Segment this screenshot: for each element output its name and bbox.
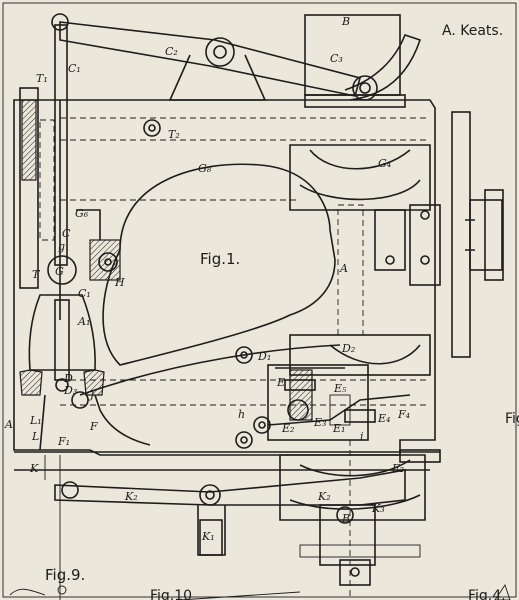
part-label-K2b: K₂ [317,490,331,503]
needle-bar-C1 [19,13,69,289]
part-label-G8-top: G₈ [198,162,212,175]
part-label-E2: E₂ [281,422,294,435]
part-label-E3: E₃ [313,416,326,429]
part-label-C1: C₁ [68,62,81,75]
part-label-A-center: A [339,262,348,275]
part-label-D3: D₃ [63,384,77,397]
part-label-E1: E₁ [332,422,345,435]
part-label-D: D [63,372,73,385]
part-label-K2: K₂ [124,490,138,503]
part-label-i: i [360,430,364,443]
pulley-wheel [451,111,504,358]
part-label-D2: D₂ [341,342,355,355]
lower-levers [54,454,426,586]
part-label-F: F [89,420,98,433]
part-label-C2: C₂ [165,45,178,58]
part-label-L1: L₁ [29,414,42,427]
figure-label-fig9: Fig.9. [45,566,85,584]
figure-label-fig10: Fig.10 [150,588,192,600]
part-label-B-top: B [341,15,350,28]
part-label-C3: C₃ [330,52,343,65]
part-label-A-left: A [4,418,13,431]
lower-figure-fragments [9,583,511,600]
part-label-T: T [32,268,41,281]
part-label-G4: G₄ [378,157,391,170]
part-label-C: C [62,227,71,240]
shafts [60,117,430,406]
part-label-B-bottom: B [341,512,350,525]
part-label-G: G [55,265,64,278]
needle-head [47,209,121,285]
part-label-J: J [88,388,95,401]
part-label-A1: A₁ [77,315,90,328]
part-label-h: h [238,408,245,421]
part-label-L: L [31,430,39,443]
inventor-name: A. Keats. [442,23,503,39]
figure-label-partial: Fig [505,411,519,427]
part-label-K: K [29,462,39,475]
part-label-T1: T₁ [36,72,48,85]
part-label-G6: G₆ [75,207,89,220]
part-label-g: g [58,240,65,253]
part-label-K3: K₃ [371,502,385,515]
part-label-C1b: C₁ [78,287,91,300]
right-column [289,144,441,463]
presser-foot-housing [19,294,151,451]
part-label-F2: F₂ [391,462,404,475]
machine-frame [13,99,440,471]
part-label-E: E [276,376,285,389]
axis-lines [44,440,351,600]
part-label-D1: D₁ [257,350,271,363]
part-label-K1: K₁ [201,530,215,543]
part-label-H: H [114,276,125,289]
lever-C2 [59,14,422,108]
feed-mechanism [235,346,411,449]
figure-label-fig1: Fig.1. [200,250,240,268]
figure-label-fig4: Fig.4. [468,588,506,600]
part-label-E4: E₄ [377,412,390,425]
part-label-E5: E₅ [333,382,347,395]
part-label-F4: F₄ [397,408,410,421]
part-label-T2: T₂ [168,128,180,141]
part-label-F1: F₁ [57,435,70,448]
